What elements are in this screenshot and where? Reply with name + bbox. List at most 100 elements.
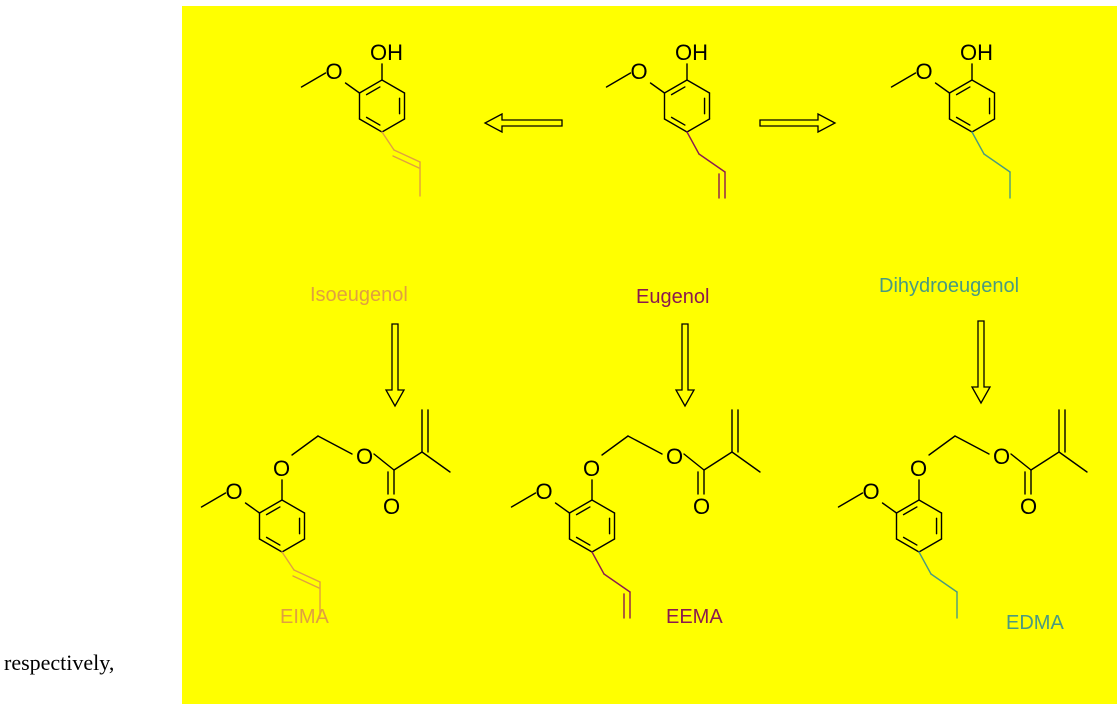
methoxy-o-label: O bbox=[631, 59, 648, 84]
tail-bond bbox=[983, 153, 1011, 173]
tail-bond bbox=[603, 573, 631, 593]
methoxy-bond bbox=[344, 82, 361, 94]
ring-bond bbox=[591, 499, 616, 514]
ring-double-bond bbox=[902, 506, 918, 516]
label-dihydroeugenol: Dihydroeugenol bbox=[879, 275, 1019, 297]
tail-double-bond bbox=[293, 569, 321, 583]
ring-double-bond bbox=[670, 86, 686, 96]
methyl-bond bbox=[837, 492, 864, 508]
molecule-eugenol: OH O bbox=[605, 40, 726, 199]
ring-double-bond bbox=[575, 506, 591, 516]
tail-bond bbox=[281, 551, 295, 571]
ester-o-label: O bbox=[993, 444, 1010, 469]
methyl-bond bbox=[200, 492, 227, 508]
label-eima: EIMA bbox=[280, 606, 330, 628]
ring-bond bbox=[591, 538, 616, 553]
ring-bond bbox=[895, 499, 920, 514]
chain-bond bbox=[954, 435, 990, 455]
tail-double-bond bbox=[292, 575, 320, 589]
methyl-bond bbox=[510, 492, 537, 508]
ring-bond bbox=[381, 79, 406, 94]
methoxy-bond bbox=[881, 502, 898, 514]
tail-bond bbox=[591, 551, 605, 575]
oh-label: OH bbox=[960, 40, 993, 65]
ring-bond bbox=[281, 538, 306, 553]
tail-double-bond bbox=[393, 149, 421, 163]
chain-bond bbox=[928, 435, 956, 456]
prefix-text: respectively, bbox=[4, 650, 115, 675]
carbonyl-o-label: O bbox=[1020, 494, 1037, 519]
methoxy-bond bbox=[649, 82, 666, 94]
ring-bond bbox=[686, 79, 711, 94]
ring-double-bond bbox=[955, 116, 971, 126]
ring-bond bbox=[568, 499, 593, 514]
label-eema: EEMA bbox=[666, 606, 723, 628]
methoxy-o-label: O bbox=[226, 479, 243, 504]
arrow-down-icon bbox=[384, 323, 406, 408]
ester-bond bbox=[1010, 453, 1032, 471]
ester-o-label: O bbox=[666, 444, 683, 469]
chain-bond bbox=[317, 435, 353, 455]
chain-bond bbox=[627, 435, 663, 455]
ring-bond bbox=[948, 118, 973, 133]
methoxy-bond bbox=[554, 502, 571, 514]
ring-bond bbox=[948, 79, 973, 94]
methacryl-bond bbox=[703, 451, 733, 471]
ring-bond bbox=[281, 499, 306, 514]
methyl-bond bbox=[605, 72, 632, 88]
tail-bond bbox=[686, 131, 700, 155]
ester-o-label: O bbox=[356, 444, 373, 469]
ring-bond bbox=[895, 538, 920, 553]
label-edma: EDMA bbox=[1006, 612, 1064, 634]
ring-bond bbox=[568, 538, 593, 553]
ring-double-bond bbox=[265, 506, 281, 516]
ether-o-label: O bbox=[910, 456, 927, 481]
ring-double-bond bbox=[575, 536, 591, 546]
methoxy-o-label: O bbox=[916, 59, 933, 84]
arrow-down-icon bbox=[674, 323, 696, 408]
methacryl-bond bbox=[393, 451, 423, 471]
ring-double-bond bbox=[365, 116, 381, 126]
methoxy-o-label: O bbox=[863, 479, 880, 504]
label-isoeugenol: Isoeugenol bbox=[310, 284, 408, 306]
oh-label: OH bbox=[675, 40, 708, 65]
ring-double-bond bbox=[955, 86, 971, 96]
methyl-bond bbox=[890, 72, 917, 88]
ring-bond bbox=[918, 538, 943, 553]
ring-bond bbox=[663, 118, 688, 133]
tail-bond bbox=[930, 573, 958, 593]
tail-double-bond bbox=[392, 155, 420, 169]
methyl-bond bbox=[300, 72, 327, 88]
chain-bond bbox=[291, 435, 319, 456]
ring-bond bbox=[663, 79, 688, 94]
ring-bond bbox=[258, 499, 283, 514]
methacryl-bond bbox=[1030, 451, 1060, 471]
ring-bond bbox=[918, 499, 943, 514]
tail-bond bbox=[918, 551, 932, 575]
arrow-right-icon bbox=[759, 112, 837, 134]
label-eugenol: Eugenol bbox=[636, 286, 709, 308]
arrow-down-icon bbox=[970, 320, 992, 405]
methoxy-bond bbox=[934, 82, 951, 94]
ring-bond bbox=[971, 79, 996, 94]
methyl-bond bbox=[731, 451, 761, 473]
methyl-bond bbox=[421, 451, 451, 473]
carbonyl-o-label: O bbox=[383, 494, 400, 519]
ether-o-label: O bbox=[273, 456, 290, 481]
ring-bond bbox=[971, 118, 996, 133]
ring-bond bbox=[358, 79, 383, 94]
ring-bond bbox=[686, 118, 711, 133]
molecule-isoeugenol: OHO bbox=[300, 40, 421, 197]
ring-bond bbox=[381, 118, 406, 133]
tail-bond bbox=[381, 131, 395, 151]
ring-double-bond bbox=[265, 536, 281, 546]
carbonyl-o-label: O bbox=[693, 494, 710, 519]
molecule-dihydroeugenol: OH O bbox=[890, 40, 1011, 199]
methoxy-bond bbox=[244, 502, 261, 514]
arrow-left-icon bbox=[483, 112, 563, 134]
ether-o-label: O bbox=[583, 456, 600, 481]
